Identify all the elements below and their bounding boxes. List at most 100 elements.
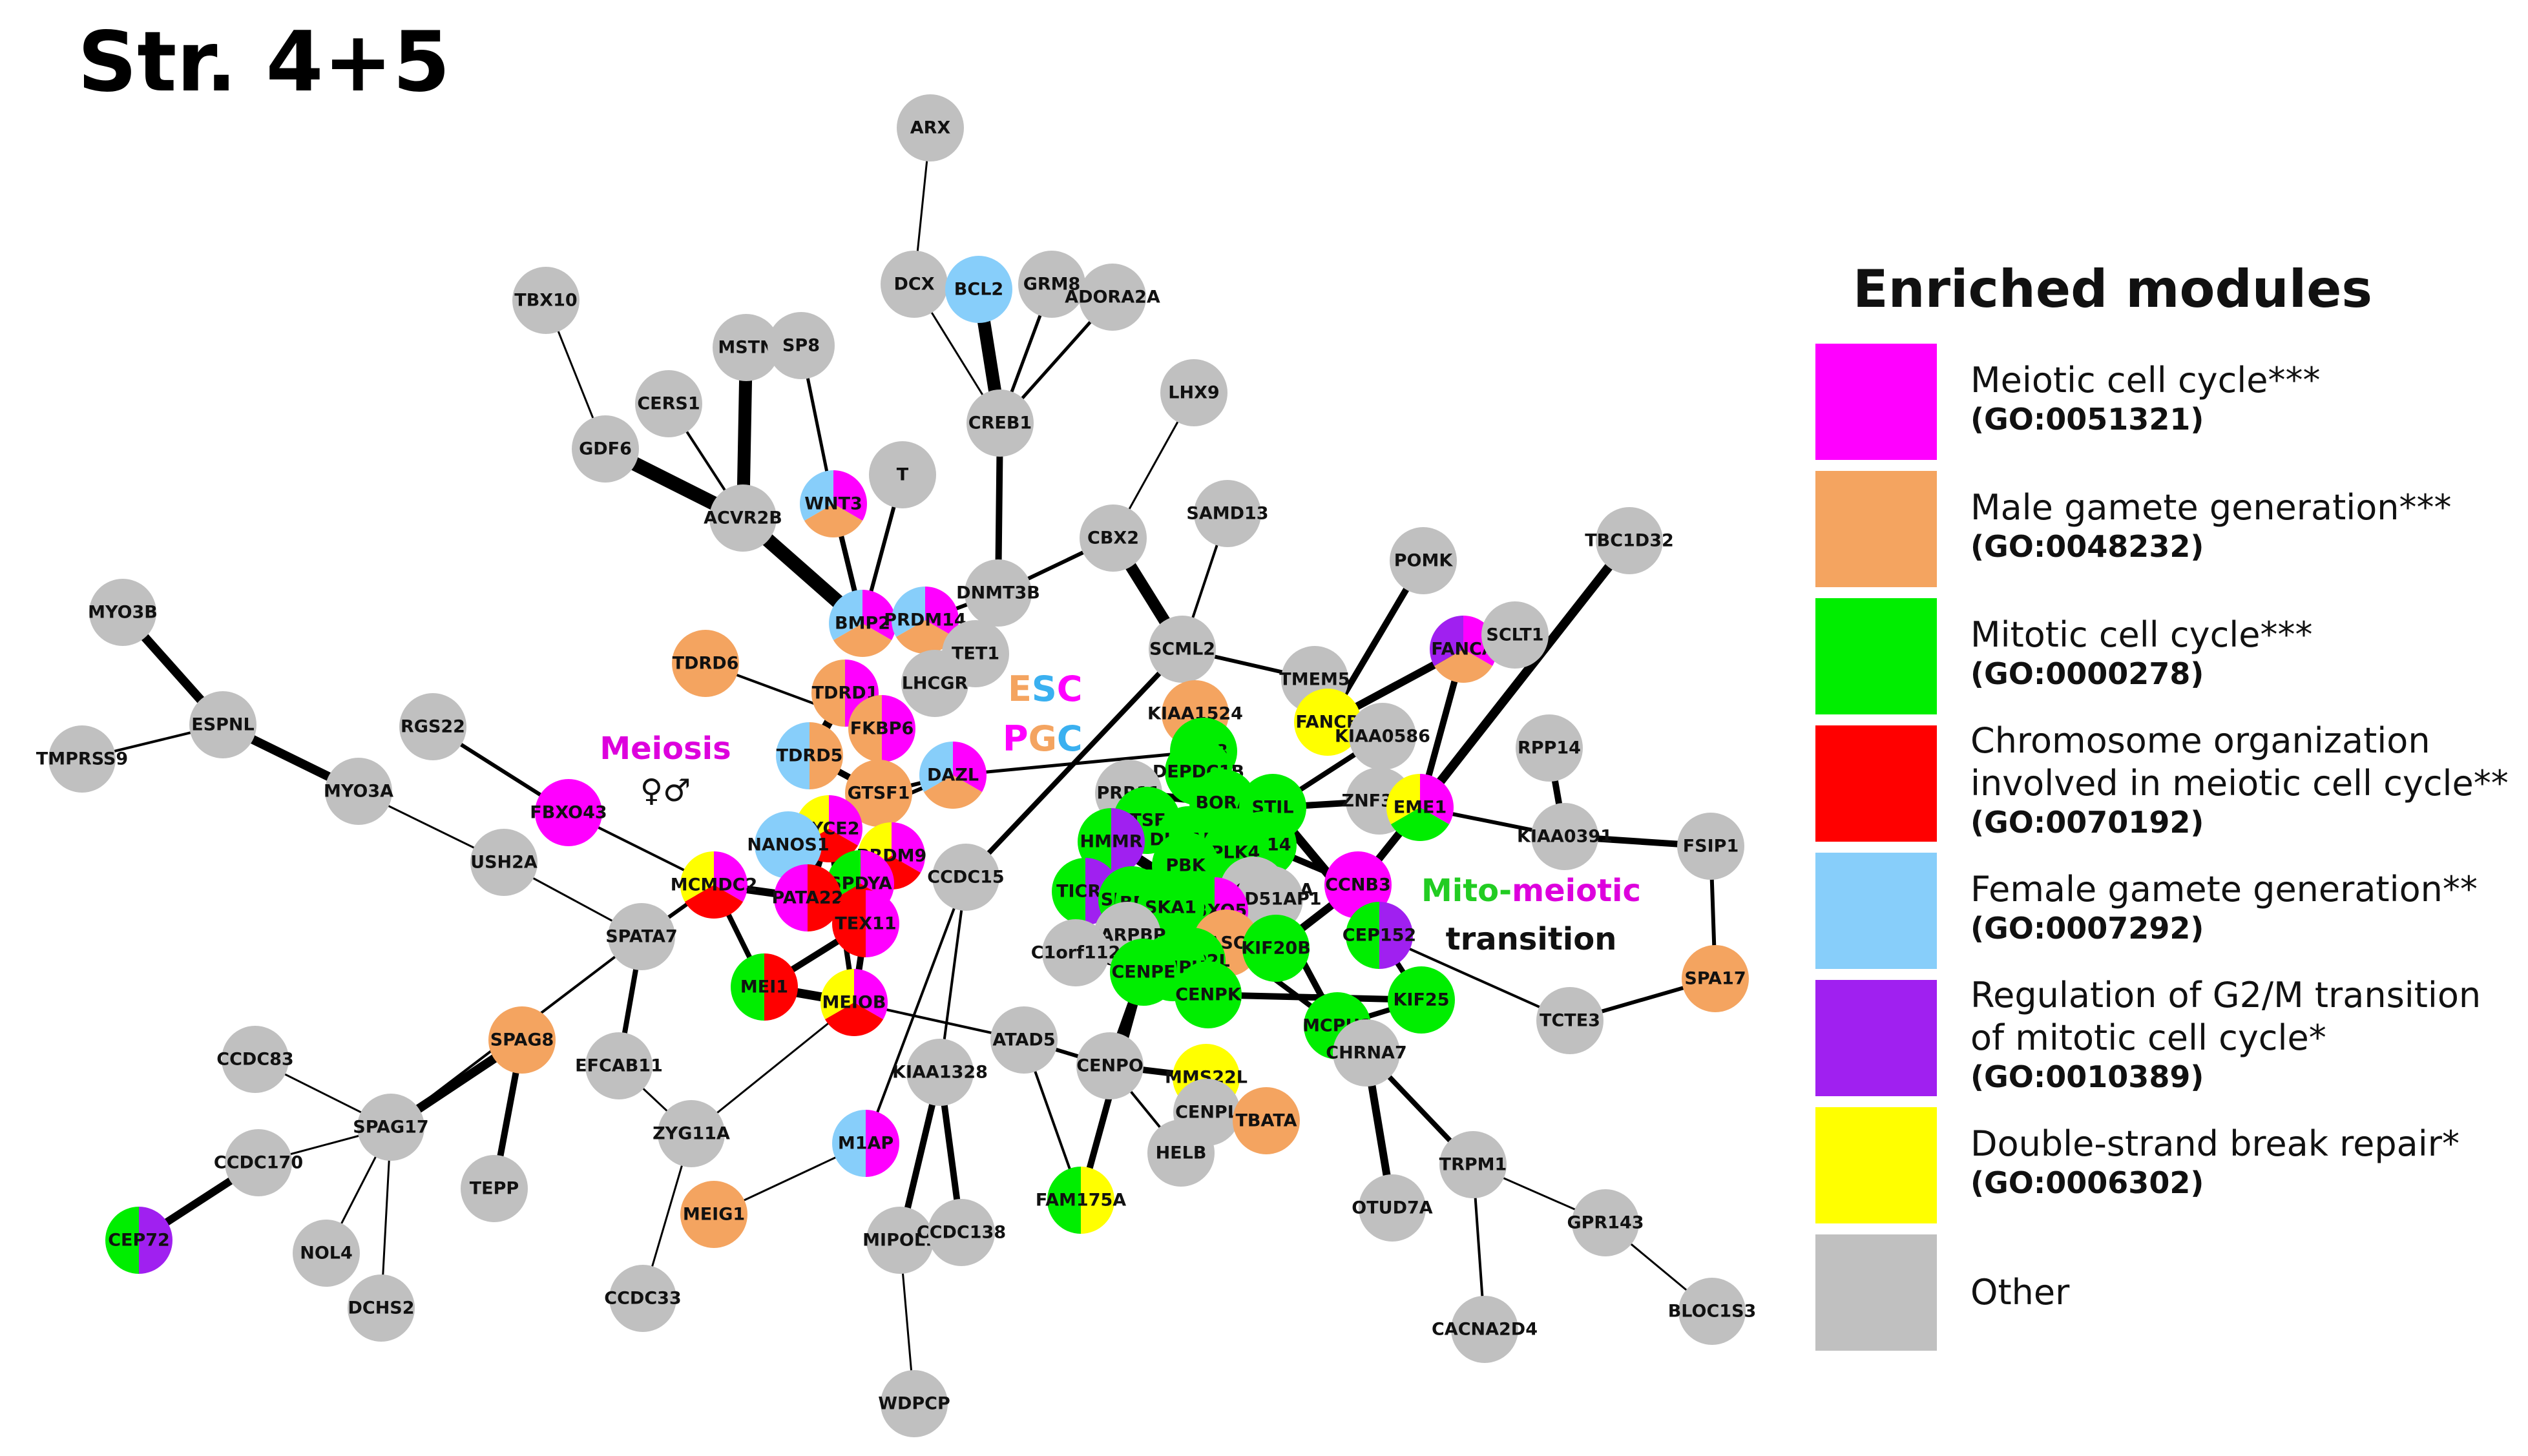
node-fill: [1678, 1278, 1746, 1345]
node-atad5[interactable]: ATAD5: [990, 1006, 1058, 1074]
node-tex11[interactable]: TEX11: [832, 890, 899, 957]
node-t[interactable]: T: [869, 441, 936, 508]
node-fkbp6[interactable]: FKBP6: [848, 695, 915, 762]
node-tbx10[interactable]: TBX10: [512, 267, 580, 334]
node-rpp14[interactable]: RPP14: [1516, 714, 1583, 782]
node-lhx9[interactable]: LHX9: [1160, 359, 1227, 426]
node-nanos1[interactable]: NANOS1: [747, 811, 830, 879]
node-bmp2[interactable]: BMP2: [829, 590, 896, 657]
node-spag17[interactable]: SPAG17: [353, 1094, 429, 1161]
node-mei1[interactable]: MEI1: [731, 953, 798, 1021]
node-pata22[interactable]: PATA22: [772, 864, 844, 931]
node-cep72[interactable]: CEP72: [105, 1207, 172, 1274]
edge-tbc1d32-eme1: [1415, 536, 1634, 812]
node-sp8[interactable]: SP8: [768, 312, 835, 379]
node-tcte3[interactable]: TCTE3: [1536, 987, 1604, 1054]
node-ccdc170[interactable]: CCDC170: [214, 1129, 303, 1196]
node-label: SCLT1: [1486, 625, 1543, 645]
node-acvr2b[interactable]: ACVR2B: [704, 484, 782, 552]
node-tepp[interactable]: TEPP: [461, 1155, 528, 1222]
node-spag8[interactable]: SPAG8: [488, 1006, 556, 1074]
node-fill: [1080, 504, 1147, 572]
node-tdrd5[interactable]: TDRD5: [776, 722, 843, 789]
node-label: CENPL: [1175, 1103, 1238, 1123]
node-meig1[interactable]: MEIG1: [680, 1181, 747, 1248]
node-eme1[interactable]: EME1: [1386, 774, 1454, 841]
node-myo3a[interactable]: MYO3A: [324, 758, 393, 825]
node-dcx[interactable]: DCX: [881, 251, 948, 318]
node-samd13[interactable]: SAMD13: [1186, 480, 1269, 547]
node-kiaa0586[interactable]: KIAA0586: [1335, 703, 1430, 770]
node-trpm1[interactable]: TRPM1: [1439, 1131, 1507, 1198]
node-ccdc33[interactable]: CCDC33: [604, 1265, 682, 1332]
node-tbata[interactable]: TBATA: [1233, 1087, 1300, 1154]
node-wdpcp[interactable]: WDPCP: [878, 1370, 950, 1437]
node-otud7a[interactable]: OTUD7A: [1352, 1174, 1433, 1242]
node-fam175a[interactable]: FAM175A: [1036, 1167, 1126, 1234]
node-ccdc138[interactable]: CCDC138: [917, 1199, 1006, 1266]
node-wnt3[interactable]: WNT3: [800, 470, 868, 538]
node-mstn[interactable]: MSTN: [713, 314, 780, 381]
node-tmprss9[interactable]: TMPRSS9: [36, 725, 128, 793]
node-nol4[interactable]: NOL4: [293, 1220, 360, 1287]
node-bcl2[interactable]: BCL2: [945, 256, 1012, 323]
node-label: HELB: [1156, 1143, 1207, 1163]
node-zyg11a[interactable]: ZYG11A: [653, 1100, 730, 1167]
node-fill: [966, 390, 1034, 457]
node-kiaa1328[interactable]: KIAA1328: [892, 1039, 988, 1106]
node-bloc1s3[interactable]: BLOC1S3: [1668, 1278, 1757, 1345]
node-ccdc15[interactable]: CCDC15: [927, 844, 1005, 911]
node-mipol1[interactable]: MIPOL1: [862, 1207, 937, 1274]
node-cenpo[interactable]: CENPO: [1076, 1032, 1144, 1099]
node-dazl[interactable]: DAZL: [919, 742, 987, 809]
node-grm8[interactable]: GRM8: [1018, 251, 1085, 318]
node-tbc1d32[interactable]: TBC1D32: [1585, 507, 1674, 574]
node-mcmdc2[interactable]: MCMDC2: [671, 851, 758, 919]
node-cenpk[interactable]: CENPK: [1175, 961, 1242, 1028]
node-c1orf112[interactable]: C1orf112: [1031, 919, 1121, 986]
node-rgs22[interactable]: RGS22: [399, 693, 466, 760]
node-sclt1[interactable]: SCLT1: [1481, 601, 1549, 669]
node-adora2a[interactable]: ADORA2A: [1065, 264, 1160, 331]
node-cenpe[interactable]: CENPE: [1110, 939, 1177, 1006]
node-kiaa0391[interactable]: KIAA0391: [1517, 803, 1613, 870]
node-kif20b[interactable]: KIF20B: [1241, 915, 1311, 982]
node-myo3b[interactable]: MYO3B: [88, 579, 158, 646]
node-kif25[interactable]: KIF25: [1388, 966, 1455, 1034]
node-efcab11[interactable]: EFCAB11: [575, 1032, 663, 1099]
node-cbx2[interactable]: CBX2: [1080, 504, 1147, 572]
node-cep152[interactable]: CEP152: [1342, 902, 1416, 969]
node-label: RPP14: [1518, 738, 1581, 758]
node-ccnb3[interactable]: CCNB3: [1324, 851, 1392, 919]
node-gpr143[interactable]: GPR143: [1567, 1189, 1644, 1256]
node-helb[interactable]: HELB: [1147, 1119, 1215, 1187]
node-fsip1[interactable]: FSIP1: [1677, 813, 1744, 880]
node-gdf6[interactable]: GDF6: [572, 415, 639, 483]
node-lhcgr[interactable]: LHCGR: [901, 650, 968, 717]
node-hmmr[interactable]: HMMR: [1078, 808, 1145, 875]
node-creb1[interactable]: CREB1: [966, 390, 1034, 457]
node-cers1[interactable]: CERS1: [635, 370, 702, 437]
node-ush2a[interactable]: USH2A: [470, 829, 538, 896]
node-chrna7[interactable]: CHRNA7: [1326, 1019, 1407, 1087]
legend-label-meiotic: Meiotic cell cycle***: [1970, 360, 2321, 400]
node-ccdc83[interactable]: CCDC83: [216, 1026, 294, 1093]
node-tdrd6[interactable]: TDRD6: [672, 630, 739, 697]
node-prdm14[interactable]: PRDM14: [884, 587, 966, 654]
node-gtsf1[interactable]: GTSF1: [845, 760, 912, 827]
node-spata7[interactable]: SPATA7: [605, 903, 678, 970]
node-scml2[interactable]: SCML2: [1149, 616, 1216, 683]
node-spa17[interactable]: SPA17: [1682, 945, 1749, 1012]
node-fill: [1451, 1296, 1518, 1363]
node-arx[interactable]: ARX: [897, 94, 964, 161]
node-dnmt3b[interactable]: DNMT3B: [956, 559, 1040, 627]
node-fancb[interactable]: FANCB: [1294, 689, 1361, 756]
node-dchs2[interactable]: DCHS2: [348, 1274, 415, 1342]
node-label: CCDC138: [917, 1223, 1006, 1243]
node-cacna2d4[interactable]: CACNA2D4: [1432, 1296, 1538, 1363]
node-pomk[interactable]: POMK: [1390, 527, 1457, 594]
node-espnl[interactable]: ESPNL: [189, 691, 256, 758]
node-meiob[interactable]: MEIOB: [820, 969, 888, 1036]
node-fbxo43[interactable]: FBXO43: [530, 779, 607, 846]
node-m1ap[interactable]: M1AP: [832, 1110, 899, 1177]
